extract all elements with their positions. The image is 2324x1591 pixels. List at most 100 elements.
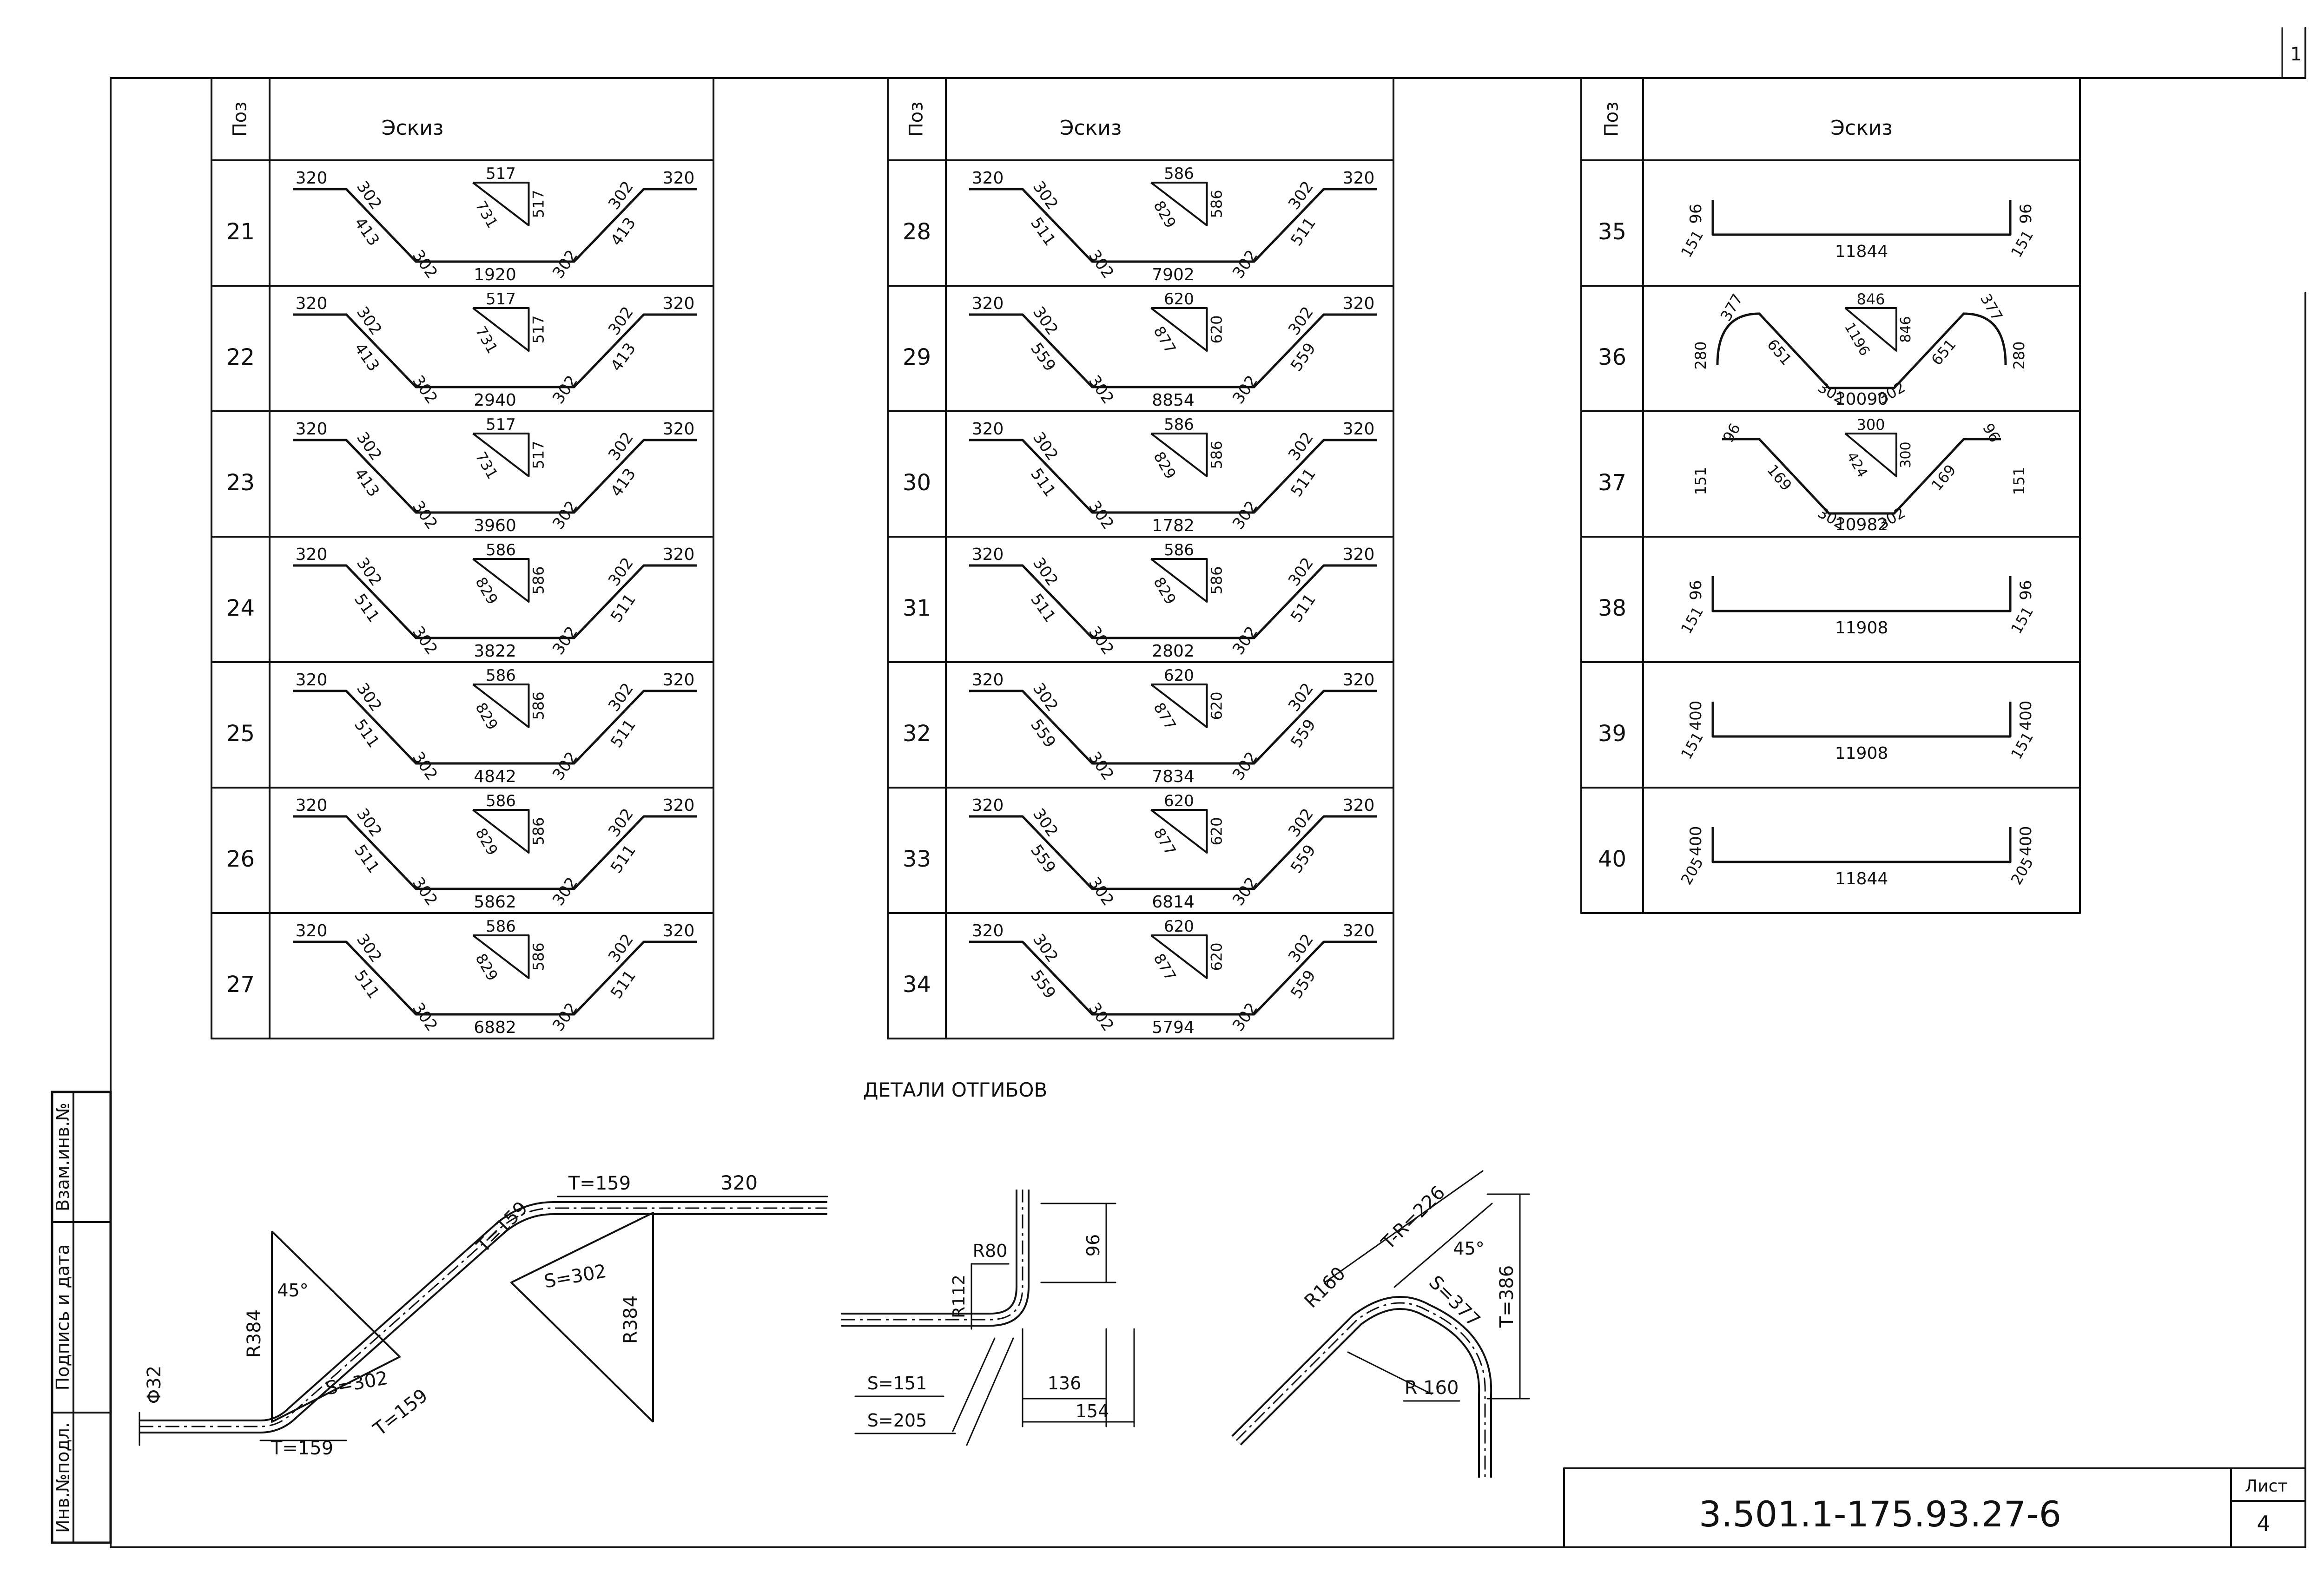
dim-hook-right-bend: 205 — [2007, 855, 2037, 888]
dim-end-right: 320 — [1343, 796, 1375, 815]
position-number: 23 — [226, 470, 255, 496]
dim-bend-right: 302 — [1285, 805, 1317, 841]
dim-edge-left: 280 — [1692, 341, 1710, 369]
sheet-label: Лист — [2245, 1477, 2287, 1496]
position-number: 26 — [226, 846, 255, 872]
dim-end-left: 320 — [296, 294, 328, 313]
dim-bend-low-left: 302 — [1085, 623, 1117, 658]
dim-end-right: 320 — [1343, 420, 1375, 439]
position-number: 31 — [903, 595, 931, 621]
dim-bend-low-right: 302 — [549, 999, 581, 1035]
triangle-side-dim: 586 — [530, 817, 548, 845]
triangle-side-dim: 586 — [530, 942, 548, 971]
dim-bend-low-right: 302 — [1229, 874, 1261, 909]
position-number: 22 — [226, 344, 255, 370]
triangle-side-dim: 517 — [530, 315, 548, 343]
sheet-number: 4 — [2257, 1511, 2270, 1536]
dim-bend-left: 302 — [353, 178, 385, 213]
dim-bend-right: 302 — [1285, 178, 1317, 213]
dim-slope-right: 511 — [607, 967, 640, 1002]
triangle-side-dim: 586 — [1208, 566, 1226, 594]
position-number: 27 — [226, 972, 255, 998]
position-number: 28 — [903, 219, 931, 245]
dim-slope-right: 413 — [607, 214, 640, 250]
bar-sketch — [1711, 702, 2012, 738]
dim-middle-length: 5862 — [474, 893, 516, 912]
dim-end-right: 320 — [1343, 921, 1375, 940]
triangle-top-dim: 620 — [1164, 290, 1194, 309]
dim-end-right: 320 — [663, 671, 695, 690]
slope-triangle — [472, 182, 530, 226]
bar-axis — [841, 1190, 1023, 1321]
leader-line — [966, 1337, 1014, 1446]
dim-arc-high: S=302 — [542, 1261, 608, 1293]
dim-slope-right: 559 — [1287, 842, 1320, 877]
position-number: 29 — [903, 344, 931, 370]
dim-slope-left: 559 — [1027, 340, 1059, 375]
dim-slope-left: 559 — [1027, 716, 1059, 751]
slope-triangle — [1150, 558, 1208, 603]
triangle-top-dim: 586 — [1164, 415, 1194, 434]
dim-middle-length: 3960 — [474, 516, 516, 535]
dim-slope-right: 169 — [1928, 461, 1959, 494]
slope-triangle — [1150, 684, 1208, 728]
dim-bend-low-left: 302 — [1085, 247, 1117, 282]
dim-bend-low-right: 302 — [549, 372, 581, 408]
triangle-side-dim: 620 — [1208, 691, 1226, 720]
dim-slope-right: 559 — [1287, 340, 1320, 375]
stamp-signature-date: Подпись и дата — [53, 1244, 73, 1391]
position-number: 33 — [903, 846, 931, 872]
sheet-corner-number: 1 — [2290, 44, 2302, 65]
dim-slope-right: 651 — [1928, 335, 1959, 368]
bar-sketch — [293, 564, 697, 639]
triangle-hyp-dim: 731 — [472, 323, 501, 357]
dim-end-left: 320 — [972, 169, 1004, 188]
bar-sketch — [969, 439, 1377, 514]
slope-triangle — [472, 307, 530, 352]
column-header-sketch: Эскиз — [1060, 116, 1122, 140]
position-number: 32 — [903, 721, 931, 747]
dim-bend-low-right: 302 — [1229, 247, 1261, 282]
dim-bend-right: 302 — [1285, 554, 1317, 590]
dim-bend-left: 302 — [353, 303, 385, 339]
dim-hook-right-bend: 151 — [2007, 604, 2037, 637]
dim-radius-bottom: R 160 — [1405, 1377, 1459, 1399]
dim-end-right: 320 — [663, 169, 695, 188]
bar-sketch — [293, 815, 697, 890]
dim-middle-length: 7902 — [1152, 265, 1195, 284]
dim-middle-length: 8854 — [1152, 391, 1195, 410]
dim-middle-length: 1920 — [474, 265, 516, 284]
dim-end-left: 320 — [296, 169, 328, 188]
dim-top-left: 377 — [1717, 291, 1746, 324]
dim-bend-left: 302 — [1029, 429, 1062, 464]
slope-triangle — [472, 558, 530, 603]
triangle-top-dim: 620 — [1164, 792, 1194, 810]
dim-middle-length: 11844 — [1835, 869, 1888, 888]
dim-end-right: 320 — [663, 420, 695, 439]
position-number: 38 — [1598, 595, 1626, 621]
dim-angle: 45° — [277, 1280, 308, 1301]
dim-angle: 45° — [1453, 1238, 1484, 1259]
bar-sketch — [293, 940, 697, 1016]
dim-bend-left: 302 — [1029, 680, 1062, 715]
bar-sketch — [969, 564, 1377, 639]
triangle-hyp-dim: 877 — [1150, 700, 1179, 733]
dim-slope-right: 511 — [1287, 214, 1320, 250]
dim-tangent-diag-low: T=159 — [369, 1385, 432, 1440]
dim-diameter: Φ32 — [144, 1366, 165, 1404]
position-number: 21 — [226, 219, 255, 245]
slope-triangle — [472, 684, 530, 728]
slope-triangle — [472, 433, 530, 477]
construction-triangle-left — [271, 1230, 401, 1423]
triangle-top-dim: 586 — [1164, 164, 1194, 183]
bar-sketch — [1716, 312, 2007, 389]
triangle-hyp-dim: 1196 — [1841, 320, 1873, 359]
dim-slope-left: 511 — [350, 716, 383, 751]
position-number: 35 — [1598, 219, 1626, 245]
dim-slope-right: 559 — [1287, 716, 1320, 751]
triangle-hyp-dim: 877 — [1150, 951, 1179, 984]
